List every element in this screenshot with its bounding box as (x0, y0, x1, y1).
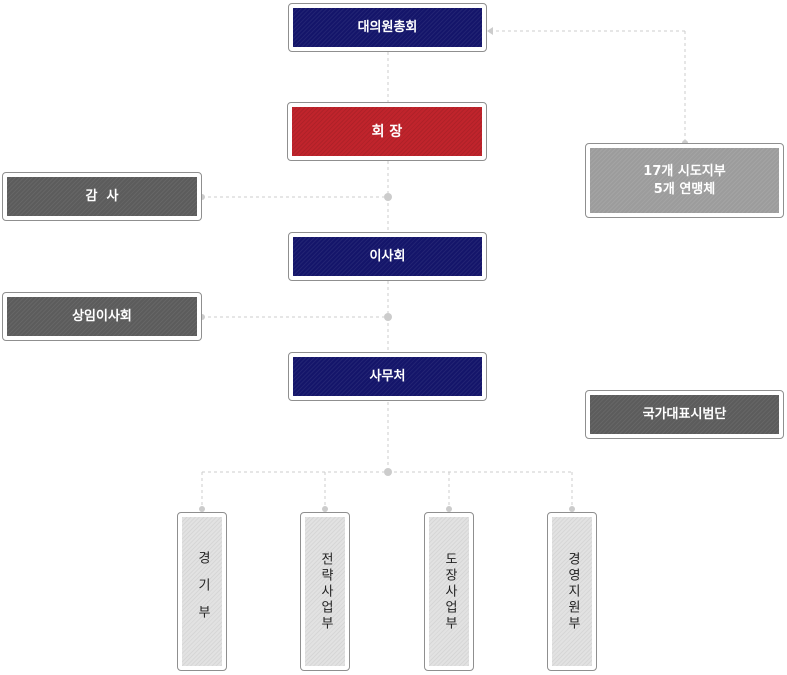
national-team-label: 국가대표시범단 (590, 395, 779, 434)
node-board: 이사회 (288, 232, 487, 281)
node-dept-competition: 경기부 (177, 512, 227, 671)
dept-label-text: 전략사업부 (318, 551, 333, 632)
dept-label-text: 도장사업부 (442, 551, 457, 632)
node-auditor: 감 사 (2, 172, 202, 221)
junction-dot-dept-3 (446, 506, 452, 512)
arrow-head-assembly (487, 27, 493, 35)
node-dept-management: 경영지원부 (547, 512, 597, 671)
regional-label: 17개 시도지부 5개 연맹체 (590, 148, 779, 213)
president-label: 회 장 (292, 107, 482, 156)
node-president: 회 장 (287, 102, 487, 161)
node-standing-board: 상임이사회 (2, 292, 202, 341)
auditor-label: 감 사 (7, 177, 197, 216)
standing-board-label: 상임이사회 (7, 297, 197, 336)
node-dept-strategy: 전략사업부 (300, 512, 350, 671)
junction-dot-dept-4 (569, 506, 575, 512)
junction-dot-auditor (384, 193, 392, 201)
dept-dojang-label: 도장사업부 (429, 517, 469, 666)
junction-dot-dept-bus (384, 468, 392, 476)
dept-strategy-label: 전략사업부 (305, 517, 345, 666)
node-dept-dojang: 도장사업부 (424, 512, 474, 671)
regional-line-1: 17개 시도지부 (643, 163, 726, 179)
dept-label-text: 경기부 (195, 551, 210, 632)
junction-dot-dept-1 (199, 506, 205, 512)
dept-competition-label: 경기부 (182, 517, 222, 666)
node-secretariat: 사무처 (288, 352, 487, 401)
regional-line-2: 5개 연맹체 (653, 181, 716, 197)
dept-management-label: 경영지원부 (552, 517, 592, 666)
dept-label-text: 경영지원부 (565, 551, 580, 632)
assembly-label: 대의원총회 (293, 8, 482, 47)
node-assembly: 대의원총회 (288, 3, 487, 52)
junction-dot-standing (384, 313, 392, 321)
node-regional: 17개 시도지부 5개 연맹체 (585, 143, 784, 218)
board-label: 이사회 (293, 237, 482, 276)
secretariat-label: 사무처 (293, 357, 482, 396)
junction-dot-dept-2 (322, 506, 328, 512)
node-national-team: 국가대표시범단 (585, 390, 784, 439)
